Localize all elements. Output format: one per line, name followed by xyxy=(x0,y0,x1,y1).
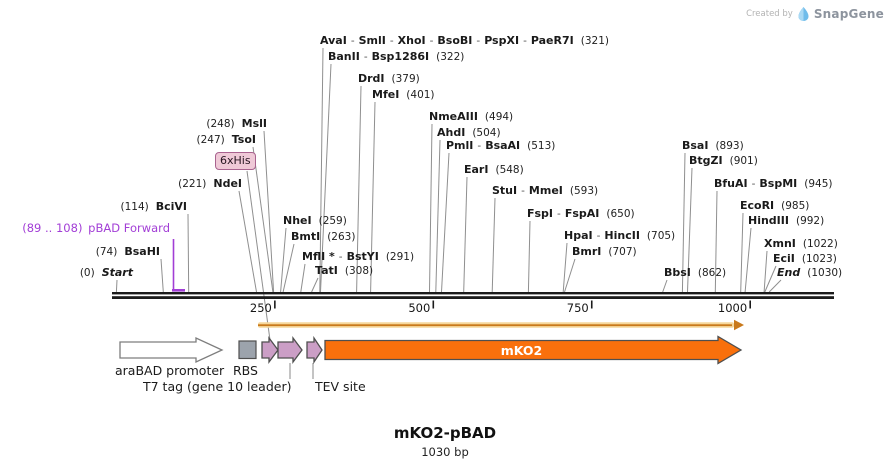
leader-line-start xyxy=(115,279,118,293)
sequence-line-bottom xyxy=(112,296,834,299)
site-label-btgzi[interactable]: BtgZI(901) xyxy=(689,154,758,167)
leader-line-fspi xyxy=(527,220,531,293)
feature-6xhis[interactable] xyxy=(261,336,279,364)
feature-tevsite[interactable] xyxy=(306,335,323,365)
primer-label-pbad-forward[interactable]: (89 .. 108) pBAD Forward xyxy=(22,221,170,235)
feature-mko2-label[interactable]: mKO2 xyxy=(500,343,543,358)
leader-line-ahdi xyxy=(435,139,441,293)
leader-line-pmli xyxy=(441,152,450,293)
feature-t7tag-caption[interactable]: T7 tag (gene 10 leader) xyxy=(143,379,292,394)
feature-arabadpromoter-caption[interactable]: araBAD promoter xyxy=(115,363,225,378)
site-label-pmli[interactable]: PmlI-BsaAI(513) xyxy=(446,139,556,152)
leader-line-stui xyxy=(491,197,496,293)
leader-line-tati xyxy=(311,277,319,293)
leader-line-bfuai xyxy=(714,190,718,293)
ruler-number-1000: 1000 xyxy=(717,301,748,315)
site-label-bsai[interactable]: BsaI(893) xyxy=(682,139,744,152)
site-label-hpai[interactable]: HpaI-HincII(705) xyxy=(564,229,676,242)
site-label-bmri[interactable]: BmrI(707) xyxy=(572,245,637,258)
leader-line-6xhis xyxy=(246,170,271,341)
leader-line-end xyxy=(768,279,782,293)
site-label-ahdi[interactable]: AhdI(504) xyxy=(437,126,501,139)
ruler-number-250: 250 xyxy=(249,301,272,315)
leader-line-bsai xyxy=(681,152,686,293)
credit-created-by-label: Created by xyxy=(746,9,793,19)
leader-line-btgzi xyxy=(687,167,693,293)
primer-bar[interactable] xyxy=(172,289,185,292)
site-label-ecii[interactable]: EciI(1023) xyxy=(773,252,837,265)
leader-line-hindiii xyxy=(744,227,752,293)
leader-line-bmti xyxy=(282,243,295,293)
site-label-end[interactable]: End(1030) xyxy=(777,266,843,279)
leader-line-nhei xyxy=(280,227,287,293)
leader-line-mfli xyxy=(300,263,306,293)
site-label-bcivi[interactable]: (114)BciVI xyxy=(120,200,187,213)
his-tag-badge[interactable]: 6xHis xyxy=(215,152,256,170)
site-label-stui[interactable]: StuI-MmeI(593) xyxy=(492,184,599,197)
site-label-start[interactable]: (0)Start xyxy=(79,266,133,279)
site-label-ecori[interactable]: EcoRI(985) xyxy=(740,199,810,212)
feature-rbs-caption[interactable]: RBS xyxy=(233,363,258,378)
leader-line-msli xyxy=(263,130,275,293)
orf-frame-arrowhead xyxy=(734,319,744,331)
map-title: mKO2-pBAD xyxy=(393,424,497,442)
leader-line-bmri xyxy=(564,258,576,293)
site-label-tati[interactable]: TatI(308) xyxy=(315,264,374,277)
site-label-bbsi[interactable]: BbsI(862) xyxy=(664,266,727,279)
snapgene-logo-icon xyxy=(798,7,809,21)
feature-t7tag[interactable] xyxy=(277,336,303,364)
leader-line-xmni xyxy=(763,250,768,293)
leader-line-avai xyxy=(319,47,324,293)
leader-line-ndei xyxy=(238,190,257,293)
leader-line-bsahi xyxy=(160,258,164,293)
site-label-xmni[interactable]: XmnI(1022) xyxy=(764,237,838,250)
site-label-banii[interactable]: BanII-Bsp1286I(322) xyxy=(328,50,465,63)
orf-frame-core xyxy=(258,324,732,327)
site-label-mfei[interactable]: MfeI(401) xyxy=(372,88,435,101)
sequence-line-top xyxy=(112,292,834,295)
leader-line-mfei xyxy=(370,101,376,293)
leader-line-banii xyxy=(320,63,332,293)
feature-arabadpromoter[interactable] xyxy=(119,336,224,364)
feature-mko2[interactable] xyxy=(324,335,743,365)
site-label-eari[interactable]: EarI(548) xyxy=(464,163,524,176)
site-label-hindiii[interactable]: HindIII(992) xyxy=(748,214,825,227)
leader-line-bcivi xyxy=(187,213,190,293)
site-label-fspi[interactable]: FspI-FspAI(650) xyxy=(527,207,635,220)
map-length: 1030 bp xyxy=(421,445,469,459)
site-label-mfli[interactable]: MflI *-BstYI(291) xyxy=(302,250,415,263)
site-label-bmti[interactable]: BmtI(263) xyxy=(291,230,356,243)
site-label-nmeaiii[interactable]: NmeAIII(494) xyxy=(429,110,514,123)
site-label-drdi[interactable]: DrdI(379) xyxy=(358,72,420,85)
leader-line-tsoi xyxy=(252,146,274,293)
site-label-msli[interactable]: (248)MslI xyxy=(206,117,267,130)
feature-rbs[interactable] xyxy=(238,340,257,360)
credit-brand-label: SnapGene xyxy=(813,7,884,21)
leader-line-nmeaiii xyxy=(429,123,433,293)
site-label-nhei[interactable]: NheI(259) xyxy=(283,214,347,227)
leader-line-drdi xyxy=(356,85,362,293)
site-label-ndei[interactable]: (221)NdeI xyxy=(178,177,242,190)
site-label-avai[interactable]: AvaI-SmlI-XhoI-BsoBI-PspXI-PaeR7I(321) xyxy=(320,34,609,47)
leader-line-ecii xyxy=(764,265,777,293)
ruler-number-500: 500 xyxy=(408,301,431,315)
leader-line-bbsi xyxy=(662,279,668,293)
leader-line-hpai xyxy=(562,242,568,293)
leader-line-eari xyxy=(463,176,468,293)
feature-tevsite-caption[interactable]: TEV site xyxy=(315,379,366,394)
site-label-bsahi[interactable]: (74)BsaHI xyxy=(95,245,160,258)
leader-line-ecori xyxy=(740,212,744,293)
snapgene-credit: Created by SnapGene xyxy=(746,7,884,21)
site-label-bfuai[interactable]: BfuAI-BspMI(945) xyxy=(714,177,833,190)
map-title-block: mKO2-pBAD 1030 bp xyxy=(0,424,890,459)
ruler-number-750: 750 xyxy=(566,301,589,315)
site-label-tsoi[interactable]: (247)TsoI xyxy=(196,133,256,146)
